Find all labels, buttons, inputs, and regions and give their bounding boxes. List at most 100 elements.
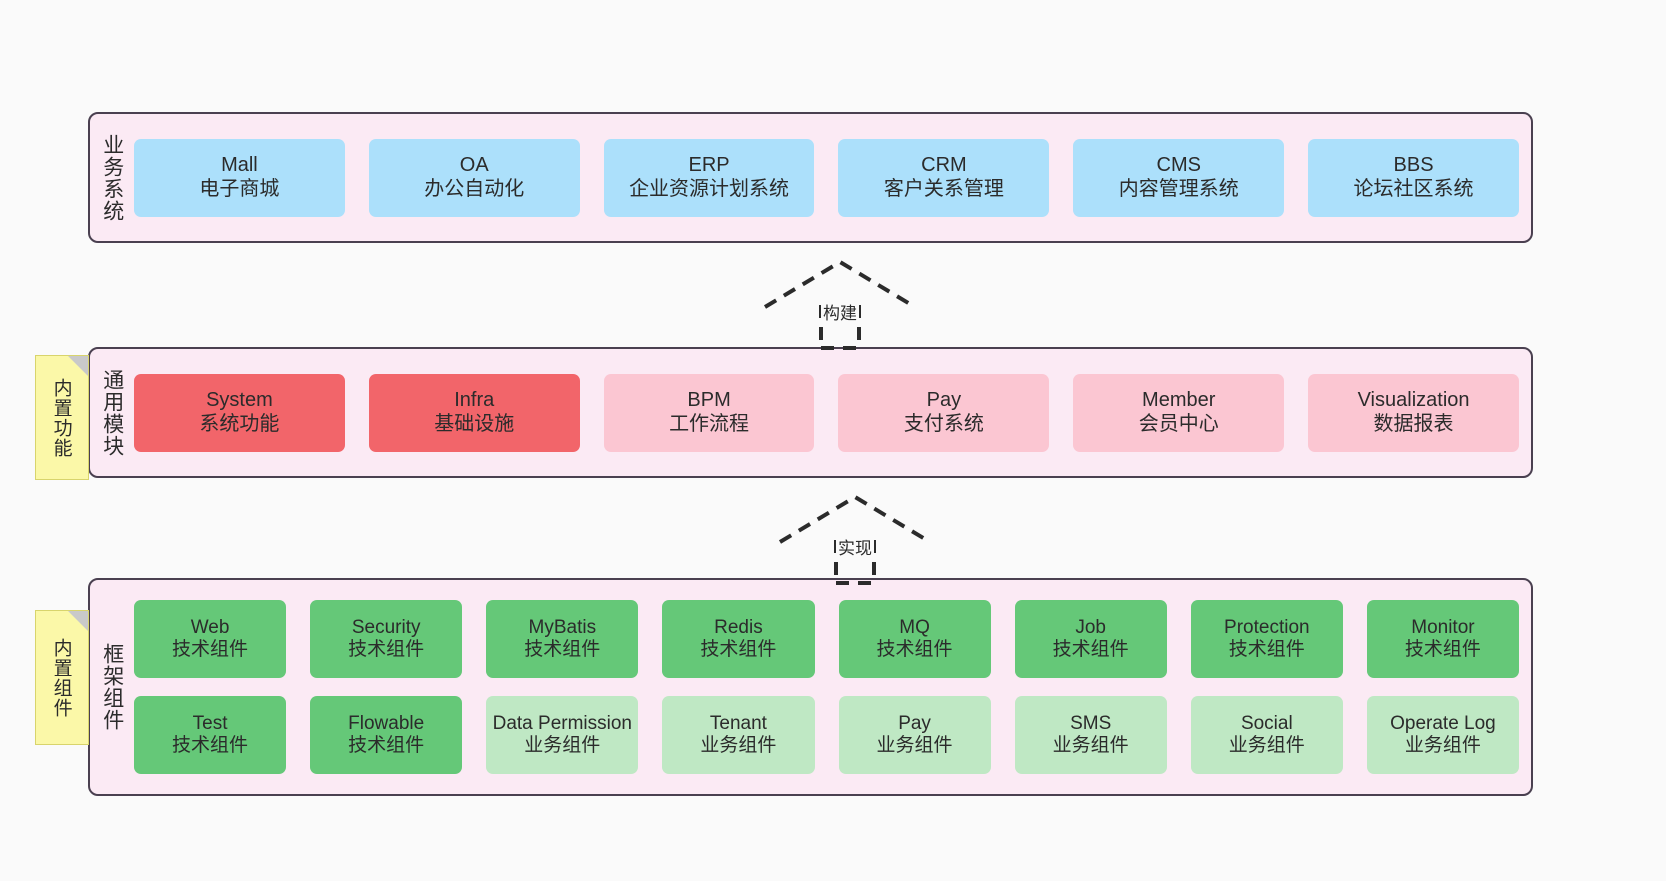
node-subtitle: 技术组件 bbox=[524, 639, 601, 660]
node-erp[interactable]: ERP 企业资源计划系统 bbox=[603, 138, 815, 217]
node-social[interactable]: Social 业务组件 bbox=[1190, 696, 1343, 774]
node-subtitle: 业务组件 bbox=[1052, 735, 1129, 756]
node-title: Test bbox=[192, 712, 228, 734]
node-title: Pay bbox=[898, 712, 931, 734]
node-pay-module[interactable]: Pay 支付系统 bbox=[838, 373, 1050, 452]
layer-body-framework-component: Web 技术组件 Security 技术组件 MyBatis 技术组件 Redi… bbox=[134, 580, 1531, 794]
node-title: CMS bbox=[1156, 153, 1201, 176]
node-row: System 系统功能 Infra 基础设施 BPM 工作流程 Pay 支付系统… bbox=[134, 373, 1519, 452]
node-sms[interactable]: SMS 业务组件 bbox=[1014, 696, 1167, 774]
node-data-permission[interactable]: Data Permission 业务组件 bbox=[486, 696, 639, 774]
node-title: Member bbox=[1142, 388, 1216, 411]
node-subtitle: 内容管理系统 bbox=[1118, 177, 1239, 200]
node-title: BBS bbox=[1393, 153, 1434, 176]
node-subtitle: 技术组件 bbox=[348, 735, 425, 756]
node-title: Visualization bbox=[1357, 388, 1470, 411]
node-subtitle: 业务组件 bbox=[1228, 735, 1305, 756]
node-subtitle: 论坛社区系统 bbox=[1353, 177, 1474, 200]
node-monitor[interactable]: Monitor 技术组件 bbox=[1366, 600, 1519, 678]
note-builtin-function: 内置功能 bbox=[35, 355, 89, 480]
node-tenant[interactable]: Tenant 业务组件 bbox=[662, 696, 815, 774]
connector-label-build: 构建 bbox=[821, 299, 859, 324]
node-title: System bbox=[206, 388, 273, 411]
node-protection[interactable]: Protection 技术组件 bbox=[1190, 600, 1343, 678]
node-title: MQ bbox=[899, 616, 930, 638]
node-title: Operate Log bbox=[1390, 712, 1496, 734]
node-subtitle: 办公自动化 bbox=[424, 177, 525, 200]
node-subtitle: 基础设施 bbox=[434, 412, 515, 435]
node-title: BPM bbox=[687, 388, 731, 411]
node-title: Social bbox=[1240, 712, 1293, 734]
node-subtitle: 技术组件 bbox=[172, 735, 249, 756]
node-subtitle: 系统功能 bbox=[199, 412, 280, 435]
node-subtitle: 企业资源计划系统 bbox=[629, 177, 790, 200]
node-subtitle: 技术组件 bbox=[1228, 639, 1305, 660]
node-subtitle: 业务组件 bbox=[524, 735, 601, 756]
node-visualization[interactable]: Visualization 数据报表 bbox=[1308, 373, 1519, 452]
node-subtitle: 电子商城 bbox=[199, 177, 280, 200]
layer-title-business-system: 业务系统 bbox=[100, 133, 124, 222]
note-label: 内置组件 bbox=[50, 637, 72, 718]
node-bbs[interactable]: BBS 论坛社区系统 bbox=[1308, 138, 1519, 217]
node-title: CRM bbox=[921, 153, 967, 176]
node-row: Test 技术组件 Flowable 技术组件 Data Permission … bbox=[134, 696, 1519, 774]
node-title: Job bbox=[1075, 616, 1106, 638]
node-row: Web 技术组件 Security 技术组件 MyBatis 技术组件 Redi… bbox=[134, 600, 1519, 678]
node-subtitle: 技术组件 bbox=[1052, 639, 1129, 660]
node-oa[interactable]: OA 办公自动化 bbox=[368, 138, 580, 217]
node-operate-log[interactable]: Operate Log 业务组件 bbox=[1366, 696, 1519, 774]
node-subtitle: 业务组件 bbox=[876, 735, 953, 756]
node-subtitle: 技术组件 bbox=[348, 639, 425, 660]
node-subtitle: 技术组件 bbox=[876, 639, 953, 660]
node-job[interactable]: Job 技术组件 bbox=[1014, 600, 1167, 678]
node-subtitle: 支付系统 bbox=[903, 412, 984, 435]
layer-framework-component: 框架组件 Web 技术组件 Security 技术组件 MyBatis 技术组件… bbox=[88, 578, 1533, 796]
node-title: Data Permission bbox=[492, 712, 632, 734]
node-mybatis[interactable]: MyBatis 技术组件 bbox=[486, 600, 639, 678]
node-infra[interactable]: Infra 基础设施 bbox=[368, 373, 580, 452]
node-title: ERP bbox=[688, 153, 730, 176]
node-subtitle: 技术组件 bbox=[1404, 639, 1481, 660]
arrow-head-chevron bbox=[778, 494, 932, 544]
note-builtin-component: 内置组件 bbox=[35, 610, 89, 745]
node-title: SMS bbox=[1070, 712, 1112, 734]
node-row: Mall 电子商城 OA 办公自动化 ERP 企业资源计划系统 CRM 客户关系… bbox=[134, 138, 1519, 217]
node-redis[interactable]: Redis 技术组件 bbox=[662, 600, 815, 678]
node-mall[interactable]: Mall 电子商城 bbox=[134, 138, 345, 217]
node-crm[interactable]: CRM 客户关系管理 bbox=[838, 138, 1050, 217]
layer-title-common-module: 通用模块 bbox=[100, 368, 124, 457]
layer-title-framework-component: 框架组件 bbox=[100, 643, 124, 731]
node-subtitle: 业务组件 bbox=[700, 735, 777, 756]
layer-business-system: 业务系统 Mall 电子商城 OA 办公自动化 ERP 企业资源计划系统 CRM… bbox=[88, 112, 1533, 243]
node-mq[interactable]: MQ 技术组件 bbox=[838, 600, 991, 678]
node-pay-component[interactable]: Pay 业务组件 bbox=[838, 696, 991, 774]
node-security[interactable]: Security 技术组件 bbox=[310, 600, 463, 678]
connector-implement: 实现 bbox=[770, 487, 940, 587]
node-title: Flowable bbox=[348, 712, 425, 734]
node-subtitle: 客户关系管理 bbox=[883, 177, 1004, 200]
node-member[interactable]: Member 会员中心 bbox=[1073, 373, 1285, 452]
layer-body-common-module: System 系统功能 Infra 基础设施 BPM 工作流程 Pay 支付系统… bbox=[134, 349, 1531, 476]
node-flowable[interactable]: Flowable 技术组件 bbox=[310, 696, 463, 774]
node-test[interactable]: Test 技术组件 bbox=[134, 696, 287, 774]
node-title: Infra bbox=[454, 388, 495, 411]
connector-build: 构建 bbox=[755, 252, 925, 352]
node-web[interactable]: Web 技术组件 bbox=[134, 600, 287, 678]
node-subtitle: 工作流程 bbox=[669, 412, 750, 435]
node-title: Redis bbox=[714, 616, 763, 638]
node-subtitle: 业务组件 bbox=[1404, 735, 1481, 756]
node-subtitle: 数据报表 bbox=[1373, 412, 1454, 435]
node-title: Monitor bbox=[1411, 616, 1475, 638]
node-title: Protection bbox=[1224, 616, 1310, 638]
node-cms[interactable]: CMS 内容管理系统 bbox=[1073, 138, 1285, 217]
node-title: Web bbox=[190, 616, 230, 638]
node-system[interactable]: System 系统功能 bbox=[134, 373, 345, 452]
layer-common-module: 通用模块 System 系统功能 Infra 基础设施 BPM 工作流程 Pay… bbox=[88, 347, 1533, 478]
node-bpm[interactable]: BPM 工作流程 bbox=[603, 373, 815, 452]
layer-body-business-system: Mall 电子商城 OA 办公自动化 ERP 企业资源计划系统 CRM 客户关系… bbox=[134, 114, 1531, 241]
node-title: Security bbox=[351, 616, 421, 638]
node-title: Pay bbox=[926, 388, 962, 411]
connector-label-implement: 实现 bbox=[836, 534, 874, 559]
node-subtitle: 技术组件 bbox=[700, 639, 777, 660]
note-label: 内置功能 bbox=[50, 377, 72, 458]
